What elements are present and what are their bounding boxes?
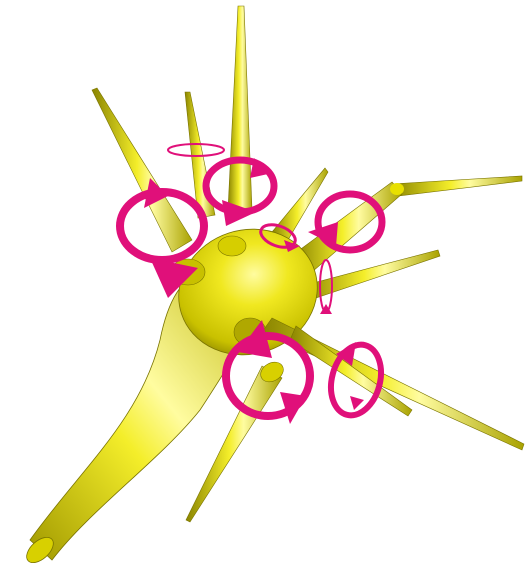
spike-right-bent	[294, 176, 522, 272]
spike-upper-left	[92, 88, 192, 252]
spike-top	[228, 6, 252, 210]
